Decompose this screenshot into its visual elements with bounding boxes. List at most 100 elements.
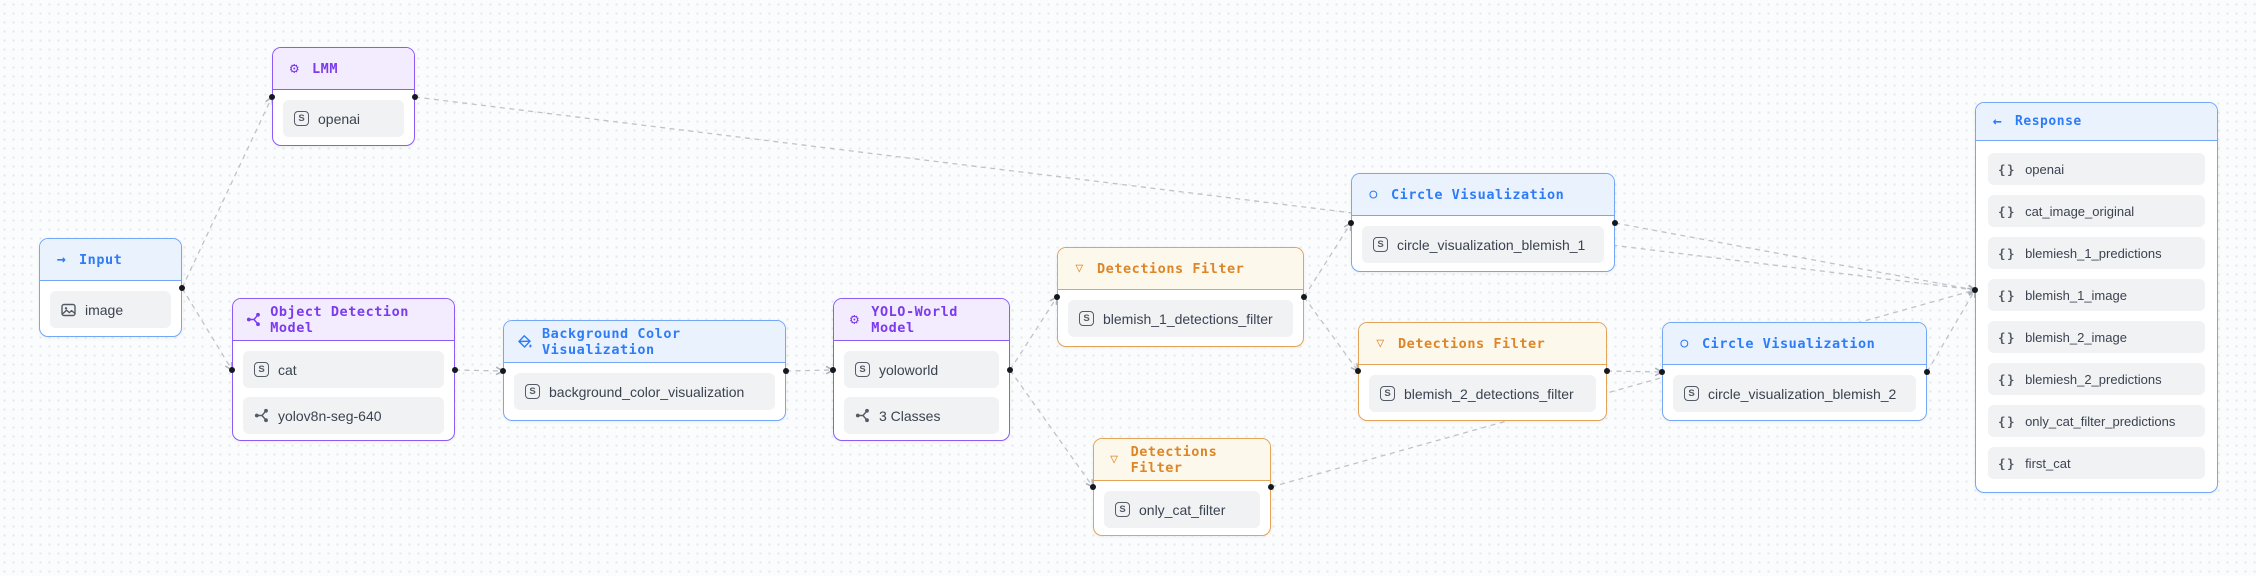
string-icon: S	[1079, 311, 1094, 326]
port-dot[interactable]	[1054, 294, 1060, 300]
node-item-label: openai	[2025, 161, 2065, 177]
port-dot[interactable]	[1659, 369, 1665, 375]
node-item-label: 3 Classes	[879, 407, 941, 424]
port-dot[interactable]	[1972, 287, 1978, 293]
circle-icon: ○	[1680, 336, 1689, 351]
string-icon: S	[525, 384, 540, 399]
node-title: Response	[2015, 114, 2082, 129]
node-item-label: image	[85, 301, 124, 318]
node-item-label: circle_visualization_blemish_2	[1708, 385, 1897, 402]
node-header: ← Response	[1976, 103, 2217, 141]
node-header: ▽Detections Filter	[1058, 248, 1303, 290]
port-dot[interactable]	[1604, 368, 1610, 374]
node-item-label: blemish_1_detections_filter	[1103, 310, 1273, 327]
graph-icon	[254, 408, 269, 423]
node-item[interactable]: {} openai	[1988, 153, 2205, 185]
node-item-label: yolov8n-seg-640	[278, 407, 382, 424]
node-item[interactable]: {}blemish_2_image	[1988, 321, 2205, 353]
port-dot[interactable]	[1612, 220, 1618, 226]
port-dot[interactable]	[500, 368, 506, 374]
node-item[interactable]: {}blemish_1_image	[1988, 279, 2205, 311]
braces-icon: {}	[1998, 161, 2017, 177]
node-item-label: blemiesh_1_predictions	[2025, 245, 2162, 261]
node-item[interactable]: {}blemiesh_2_predictions	[1988, 363, 2205, 395]
edge-detections-filter-2-to-circle-visualization-2	[1606, 367, 1664, 377]
edge-circle-visualization-2-to-response	[1926, 288, 1976, 373]
port-dot[interactable]	[830, 367, 836, 373]
string-icon: S	[294, 111, 309, 126]
node-header: ▽Detections Filter	[1094, 439, 1270, 481]
edge-detections-filter-1-to-detections-filter-2	[1303, 296, 1359, 373]
node-item-label: blemish_1_image	[2025, 287, 2127, 303]
node-item[interactable]: {}first_cat	[1988, 447, 2205, 479]
port-dot[interactable]	[1007, 367, 1013, 373]
port-dot[interactable]	[1268, 484, 1274, 490]
node-item-label: cat	[278, 361, 297, 378]
port-dot[interactable]	[179, 285, 185, 291]
node-item[interactable]: 3 Classes	[844, 397, 999, 434]
port-dot[interactable]	[229, 367, 235, 373]
port-dot[interactable]	[1301, 294, 1307, 300]
port-dot[interactable]	[1355, 368, 1361, 374]
node-item[interactable]: image	[50, 291, 171, 328]
string-icon: S	[1115, 502, 1130, 517]
gear-icon: ⚙	[849, 310, 860, 328]
node-item[interactable]: yolov8n-seg-640	[243, 397, 444, 434]
port-dot[interactable]	[1924, 369, 1930, 375]
arrow-left-icon: ←	[1992, 112, 2003, 130]
gear-icon: ⚙	[289, 59, 300, 77]
node-title: Detections Filter	[1097, 260, 1245, 277]
port-dot[interactable]	[1348, 220, 1354, 226]
node-item[interactable]: {}only_cat_filter_predictions	[1988, 405, 2205, 437]
node-item-label: circle_visualization_blemish_1	[1397, 236, 1586, 253]
node-title: Detections Filter	[1398, 335, 1546, 352]
node-header: ○Circle Visualization	[1352, 174, 1614, 216]
node-title: Input	[79, 251, 123, 268]
node-item-label: blemish_2_detections_filter	[1404, 385, 1574, 402]
node-item[interactable]: {} blemiesh_1_predictions	[1988, 237, 2205, 269]
node-item-label: cat_image_original	[2025, 203, 2135, 219]
node-item-label: first_cat	[2025, 455, 2071, 471]
port-dot[interactable]	[269, 94, 275, 100]
node-item[interactable]: {}cat_image_original	[1988, 195, 2205, 227]
string-icon: S	[1684, 386, 1699, 401]
node-title: Circle Visualization	[1702, 335, 1876, 352]
node-title: LMM	[312, 60, 339, 77]
string-icon: S	[254, 362, 269, 377]
string-icon: S	[1380, 386, 1395, 401]
node-response[interactable]: ←Response{}openai{}cat_image_original{}b…	[1975, 102, 2218, 493]
braces-icon: {}	[1998, 245, 2017, 261]
edge-detections-filter-1-to-circle-visualization-1	[1303, 221, 1352, 298]
port-dot[interactable]	[1090, 484, 1096, 490]
braces-icon: {}	[1998, 329, 2017, 345]
port-dot[interactable]	[783, 368, 789, 374]
port-dot[interactable]	[452, 367, 458, 373]
port-dot[interactable]	[412, 94, 418, 100]
